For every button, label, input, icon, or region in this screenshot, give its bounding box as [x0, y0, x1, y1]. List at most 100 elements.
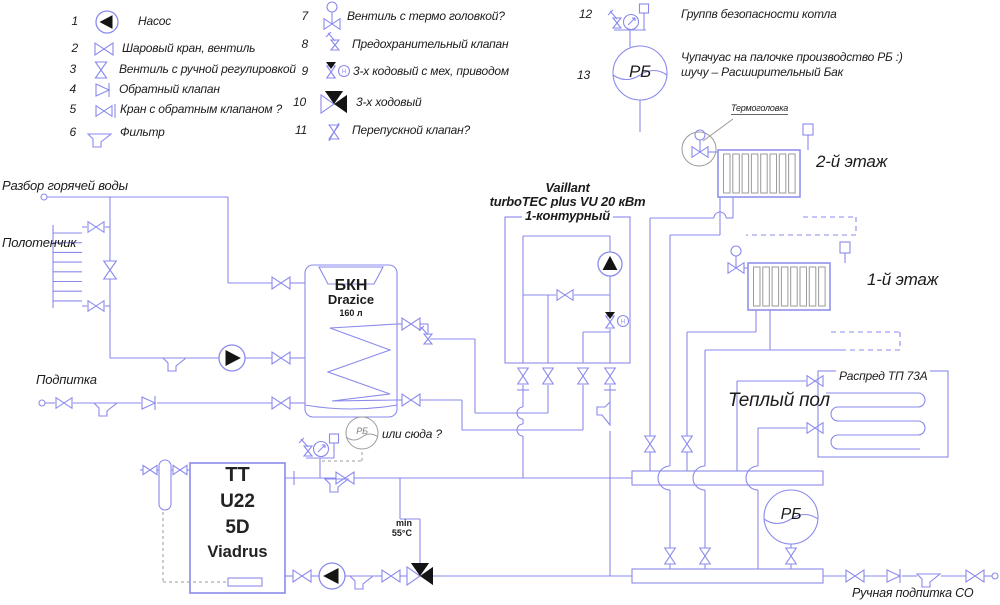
solid-boiler-l3: 5D — [225, 517, 250, 538]
valve-icon — [271, 351, 291, 365]
gas-boiler-type-text: 1-контурный — [521, 208, 614, 223]
pressure-gauge-icon — [312, 440, 330, 458]
legend-num: 7 — [301, 9, 309, 23]
tank-brand: Drazice — [327, 292, 375, 307]
valve-icon — [271, 276, 291, 290]
valve-icon — [643, 435, 657, 453]
filter-icon — [92, 402, 119, 417]
legend-label-3way: 3-х ходовый — [356, 95, 422, 109]
solid-boiler-l1: ТТ — [225, 464, 250, 486]
valve-icon — [87, 299, 105, 313]
valve-icon — [727, 261, 745, 275]
valve-icon — [335, 471, 355, 485]
pump-icon — [597, 251, 623, 277]
legend-label-manual-valve: Вентиль с ручной регулировкой — [119, 62, 296, 76]
thermo-head-highlight-circle — [681, 131, 717, 167]
solid-boiler-brand: Viadrus — [207, 543, 268, 561]
gas-boiler-model: turboTEC plus VU 20 кВт — [489, 194, 646, 209]
filter-icon — [348, 575, 375, 590]
valve-icon — [806, 421, 824, 435]
valve-icon — [94, 42, 114, 56]
legend-label-ball-valve: Шаровый кран, вентиль — [122, 41, 256, 55]
valve-icon — [698, 547, 712, 565]
min-temp-label1: min — [395, 518, 412, 528]
manual-makeup-label: Ручная подпитка СО — [852, 586, 974, 600]
legend-num: 8 — [301, 37, 309, 51]
gas-boiler-type: 1-контурный — [515, 208, 620, 224]
fittings: HH — [55, 1, 985, 590]
makeup-label: Подпитка — [36, 372, 97, 387]
svg-text:H: H — [621, 320, 625, 326]
legend-label-thermo-valve: Вентиль с термо головкой? — [347, 9, 505, 23]
legend-label-safety-group: Группв безопасности котла — [681, 7, 837, 21]
legend-rb-text: РБ — [628, 62, 651, 81]
valve-icon — [271, 396, 291, 410]
pump-icon — [95, 10, 119, 34]
filter-icon — [161, 357, 188, 372]
legend-num: 5 — [69, 102, 77, 116]
valve-icon — [556, 288, 574, 302]
valve-icon — [691, 145, 709, 159]
safety-valve-icon — [302, 445, 314, 457]
motor-three-way-icon — [605, 312, 615, 319]
radiator-sections — [723, 153, 826, 307]
valve-icon — [55, 396, 73, 410]
valve-icon — [576, 367, 590, 385]
tank-title: БКН — [334, 277, 368, 294]
legend-num: 9 — [301, 64, 309, 78]
valve-icon — [806, 374, 824, 388]
filter-icon — [323, 478, 350, 493]
small-expansion-tank-icon — [345, 416, 379, 450]
three-way-valve-icon — [324, 91, 344, 104]
filter-icon — [596, 400, 611, 427]
gas-boiler-brand: Vaillant — [545, 180, 590, 195]
check-valve-icon — [95, 83, 111, 97]
legend-label-safety-valve: Предохранительный клапан — [352, 37, 509, 51]
legend-label-motor-3way: 3-х кодовый с мех, приводом — [353, 64, 509, 78]
legend-num: 12 — [579, 7, 592, 21]
legend-label-valve-check: Кран с обратным клапаном ? — [120, 102, 283, 116]
thermo-head-label: Термоголовка — [731, 103, 788, 116]
valve-icon — [680, 435, 694, 453]
valve-icon — [292, 569, 312, 583]
safety-valve-icon — [422, 333, 434, 345]
solid-boiler-l2: U22 — [220, 491, 255, 512]
valve-icon — [541, 367, 555, 385]
legend-label-expansion-tank-2: шучу – Расширительный Бак — [681, 65, 844, 79]
safety-valve-icon — [611, 17, 623, 29]
valve-icon — [401, 393, 421, 407]
regulating-valve-icon — [94, 61, 108, 79]
valve-icon — [401, 317, 421, 331]
legend-num: 13 — [577, 68, 590, 82]
bypass-valve-icon — [328, 122, 340, 142]
valve-icon — [87, 220, 105, 234]
regulating-valve-icon — [328, 124, 340, 140]
towel-rail-label: Полотенчик — [2, 235, 77, 250]
pump-icon — [318, 562, 346, 590]
legend-num: 2 — [71, 41, 79, 55]
legend-num: 3 — [69, 62, 77, 76]
thermo-valve-icon — [694, 129, 706, 141]
valve-icon — [784, 547, 798, 565]
check-valve-icon — [141, 396, 157, 410]
valve-icon — [95, 104, 113, 118]
tank-volume: 160 л — [339, 308, 363, 318]
floor1-label: 1-й этаж — [867, 270, 939, 289]
floor2-label: 2-й этаж — [816, 152, 888, 171]
filter-icon — [86, 133, 113, 148]
legend-num: 4 — [69, 82, 77, 96]
reference-lines — [162, 118, 734, 583]
filter-icon — [915, 573, 942, 588]
valve-icon — [516, 367, 530, 385]
pump-icon — [218, 344, 246, 372]
legend-label-bypass-valve: Перепускной клапан? — [352, 123, 470, 137]
legend-num: 11 — [294, 123, 307, 137]
thermo-valve-icon — [730, 245, 742, 257]
legend-label-check-valve: Обратный клапан — [119, 82, 220, 96]
legend-num: 1 — [71, 14, 79, 28]
hot-water-label: Разбор горячей воды — [2, 178, 128, 193]
thermo-valve-icon — [326, 1, 338, 13]
valve-icon — [323, 17, 341, 31]
valve-icon — [603, 367, 617, 385]
